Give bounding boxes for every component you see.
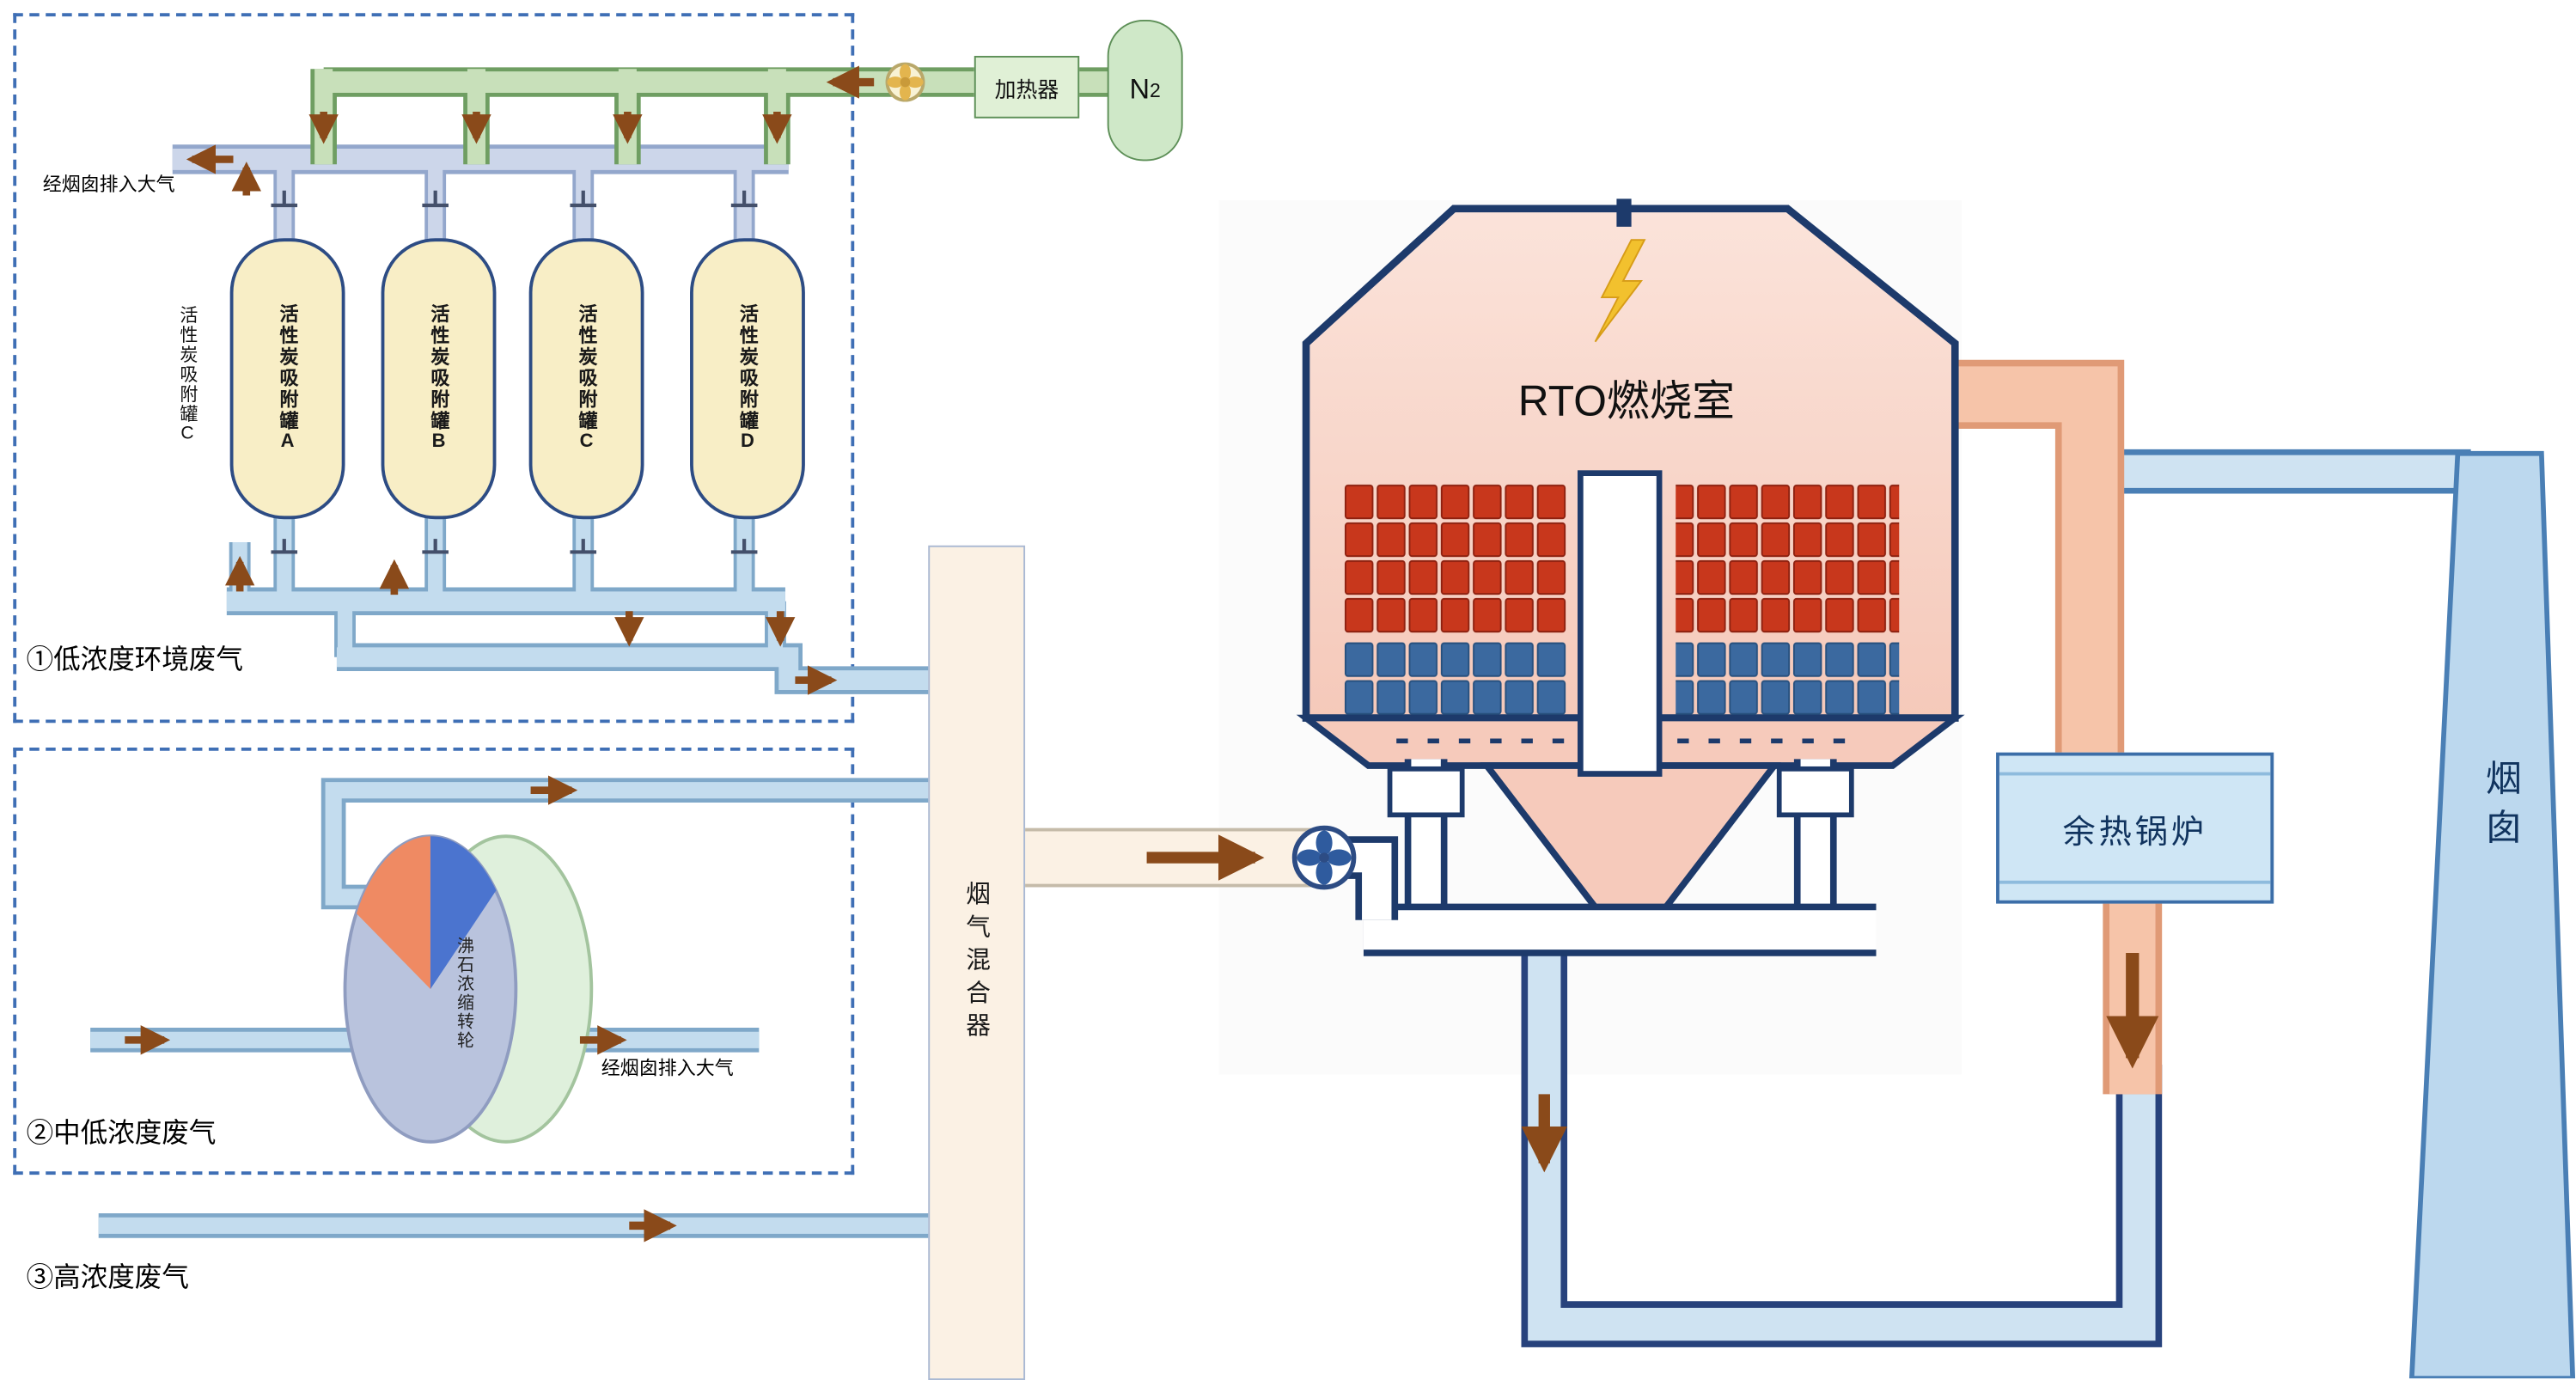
ceramic-bed-cold-left [1344,640,1568,717]
burner-flame-icon [1594,239,1646,343]
poppet-valve-right [1776,766,1854,818]
ceramic-bed-hot-right [1676,483,1900,635]
exhaust-to-stack-label-top: 经烟囱排入大气 [42,175,175,196]
section3-label: ③高浓度废气 [26,1263,189,1293]
n2-label: N [1129,74,1151,106]
poppet-valve-left [1387,766,1465,818]
rto-center-duct [1577,470,1663,777]
chimney-label: 烟囱 [2481,759,2522,858]
ceramic-bed-hot-left [1344,483,1568,635]
carbon-tank-a-label: 活性炭吸附罐A [278,303,298,455]
n2-fan-icon [885,62,925,102]
rto-top-port [1616,198,1632,227]
low-concentration-section-box [13,13,855,724]
waste-heat-boiler-label: 余热锅炉 [2062,814,2207,851]
rto-label: RTO燃烧室 [1517,376,1736,426]
section1-label: ①低浓度环境废气 [26,645,243,675]
boiler-bottom-line [1999,880,2271,884]
carbon-tank-b: 活性炭吸附罐B [381,238,497,520]
zeolite-wheel [343,834,594,1144]
heater-label: 加热器 [994,76,1059,101]
tank-side-label: 活性炭吸附罐C [177,305,198,446]
carbon-tank-c: 活性炭吸附罐C [528,238,644,520]
hot-gas-pipes [1951,359,2163,1095]
carbon-tank-b-label: 活性炭吸附罐B [429,303,449,455]
heater: 加热器 [974,56,1080,119]
exhaust-manifold-pipes [172,144,789,247]
flue-gas-mixer-label: 烟气混合器 [962,880,991,1046]
flow-arrows [125,65,2159,1243]
flue-gas-mixer: 烟气混合器 [928,545,1026,1380]
wheel-label: 沸石浓缩转轮 [455,936,475,1050]
chimney [2408,450,2576,1379]
valve-symbols [271,190,758,554]
mid-concentration-section-box [13,747,855,1175]
rto-combustion-chamber [1296,198,1965,956]
boiler-top-line [1999,772,2271,776]
ceramic-bed-cold-right [1676,640,1900,717]
carbon-tank-c-label: 活性炭吸附罐C [577,303,597,455]
wheel-pipes [90,778,931,1238]
n2-label-sub: 2 [1150,78,1161,102]
wheel-desorption-sector [356,836,430,990]
carbon-tank-d-label: 活性炭吸附罐D [737,303,758,455]
exhaust-to-stack-label-mid: 经烟囱排入大气 [601,1059,734,1080]
wheel-cooling-sector [430,836,497,990]
carbon-tank-a: 活性炭吸附罐A [229,238,345,520]
section2-label: ②中低浓度废气 [26,1119,217,1149]
main-blower-icon [1291,825,1357,890]
tank-bottom-pipes [226,505,931,694]
carbon-tank-d: 活性炭吸附罐D [690,238,805,520]
waste-heat-boiler: 余热锅炉 [1996,752,2274,904]
